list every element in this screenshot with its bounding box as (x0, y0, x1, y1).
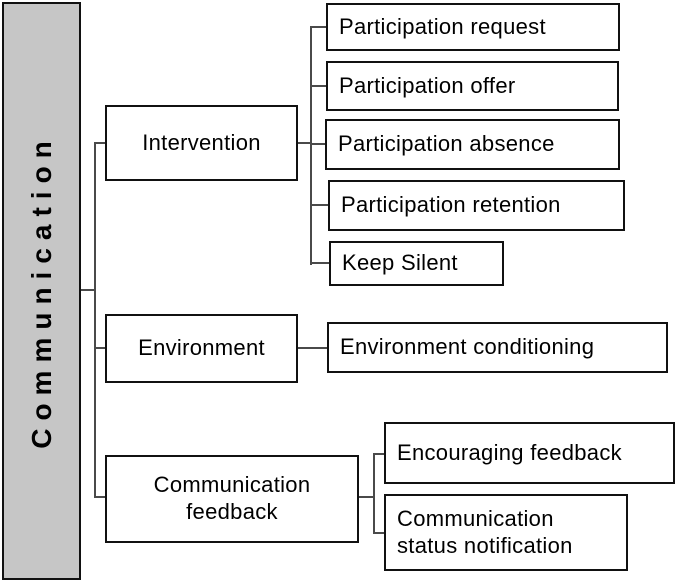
leaf-node-label: Encouraging feedback (397, 439, 622, 465)
connector-stub-environment (96, 347, 105, 349)
connector-stub-encouraging-feedback (375, 453, 384, 455)
leaf-node-label: Environment conditioning (340, 334, 595, 360)
branch-node-label: Environment (138, 335, 265, 361)
connector-intervention-vertical (310, 26, 312, 265)
leaf-node-label: Communication status notification (397, 505, 573, 558)
leaf-node-participation-offer: Participation offer (326, 61, 619, 111)
leaf-node-label: Participation offer (339, 72, 516, 98)
root-node-communication: Communication (2, 2, 81, 580)
branch-node-label: Intervention (142, 129, 261, 155)
connector-stub-keep-silent (312, 262, 329, 264)
connector-stub-intervention (96, 142, 105, 144)
leaf-node-keep-silent: Keep Silent (329, 241, 504, 286)
leaf-node-environment-conditioning: Environment conditioning (327, 322, 668, 373)
branch-node-communication-feedback: Communication feedback (105, 455, 359, 543)
leaf-node-label: Keep Silent (342, 250, 458, 276)
leaf-node-participation-retention: Participation retention (328, 180, 625, 231)
connector-stub-participation-retention (312, 204, 328, 206)
connector-root-horizontal (81, 289, 95, 291)
connector-feedback-horizontal (359, 496, 373, 498)
branch-node-intervention: Intervention (105, 105, 298, 181)
leaf-node-encouraging-feedback: Encouraging feedback (384, 422, 675, 484)
leaf-node-communication-status-notification: Communication status notification (384, 494, 628, 571)
connector-feedback-vertical (373, 453, 375, 534)
leaf-node-label: Participation absence (338, 131, 555, 157)
connector-stub-participation-request (312, 26, 326, 28)
connector-stub-participation-absence (312, 143, 325, 145)
leaf-node-participation-request: Participation request (326, 3, 620, 51)
connector-stub-status-notification (375, 532, 384, 534)
branch-node-environment: Environment (105, 314, 298, 383)
root-node-label: Communication (25, 133, 57, 449)
connector-stub-participation-offer (312, 85, 326, 87)
connector-intervention-horizontal (298, 142, 310, 144)
leaf-node-participation-absence: Participation absence (325, 119, 620, 170)
connector-stub-communication-feedback (96, 496, 105, 498)
connector-trunk-vertical (94, 142, 96, 498)
leaf-node-label: Participation request (339, 13, 546, 39)
branch-node-label: Communication feedback (153, 472, 311, 524)
connector-environment-horizontal (298, 347, 327, 349)
leaf-node-label: Participation retention (341, 192, 561, 218)
